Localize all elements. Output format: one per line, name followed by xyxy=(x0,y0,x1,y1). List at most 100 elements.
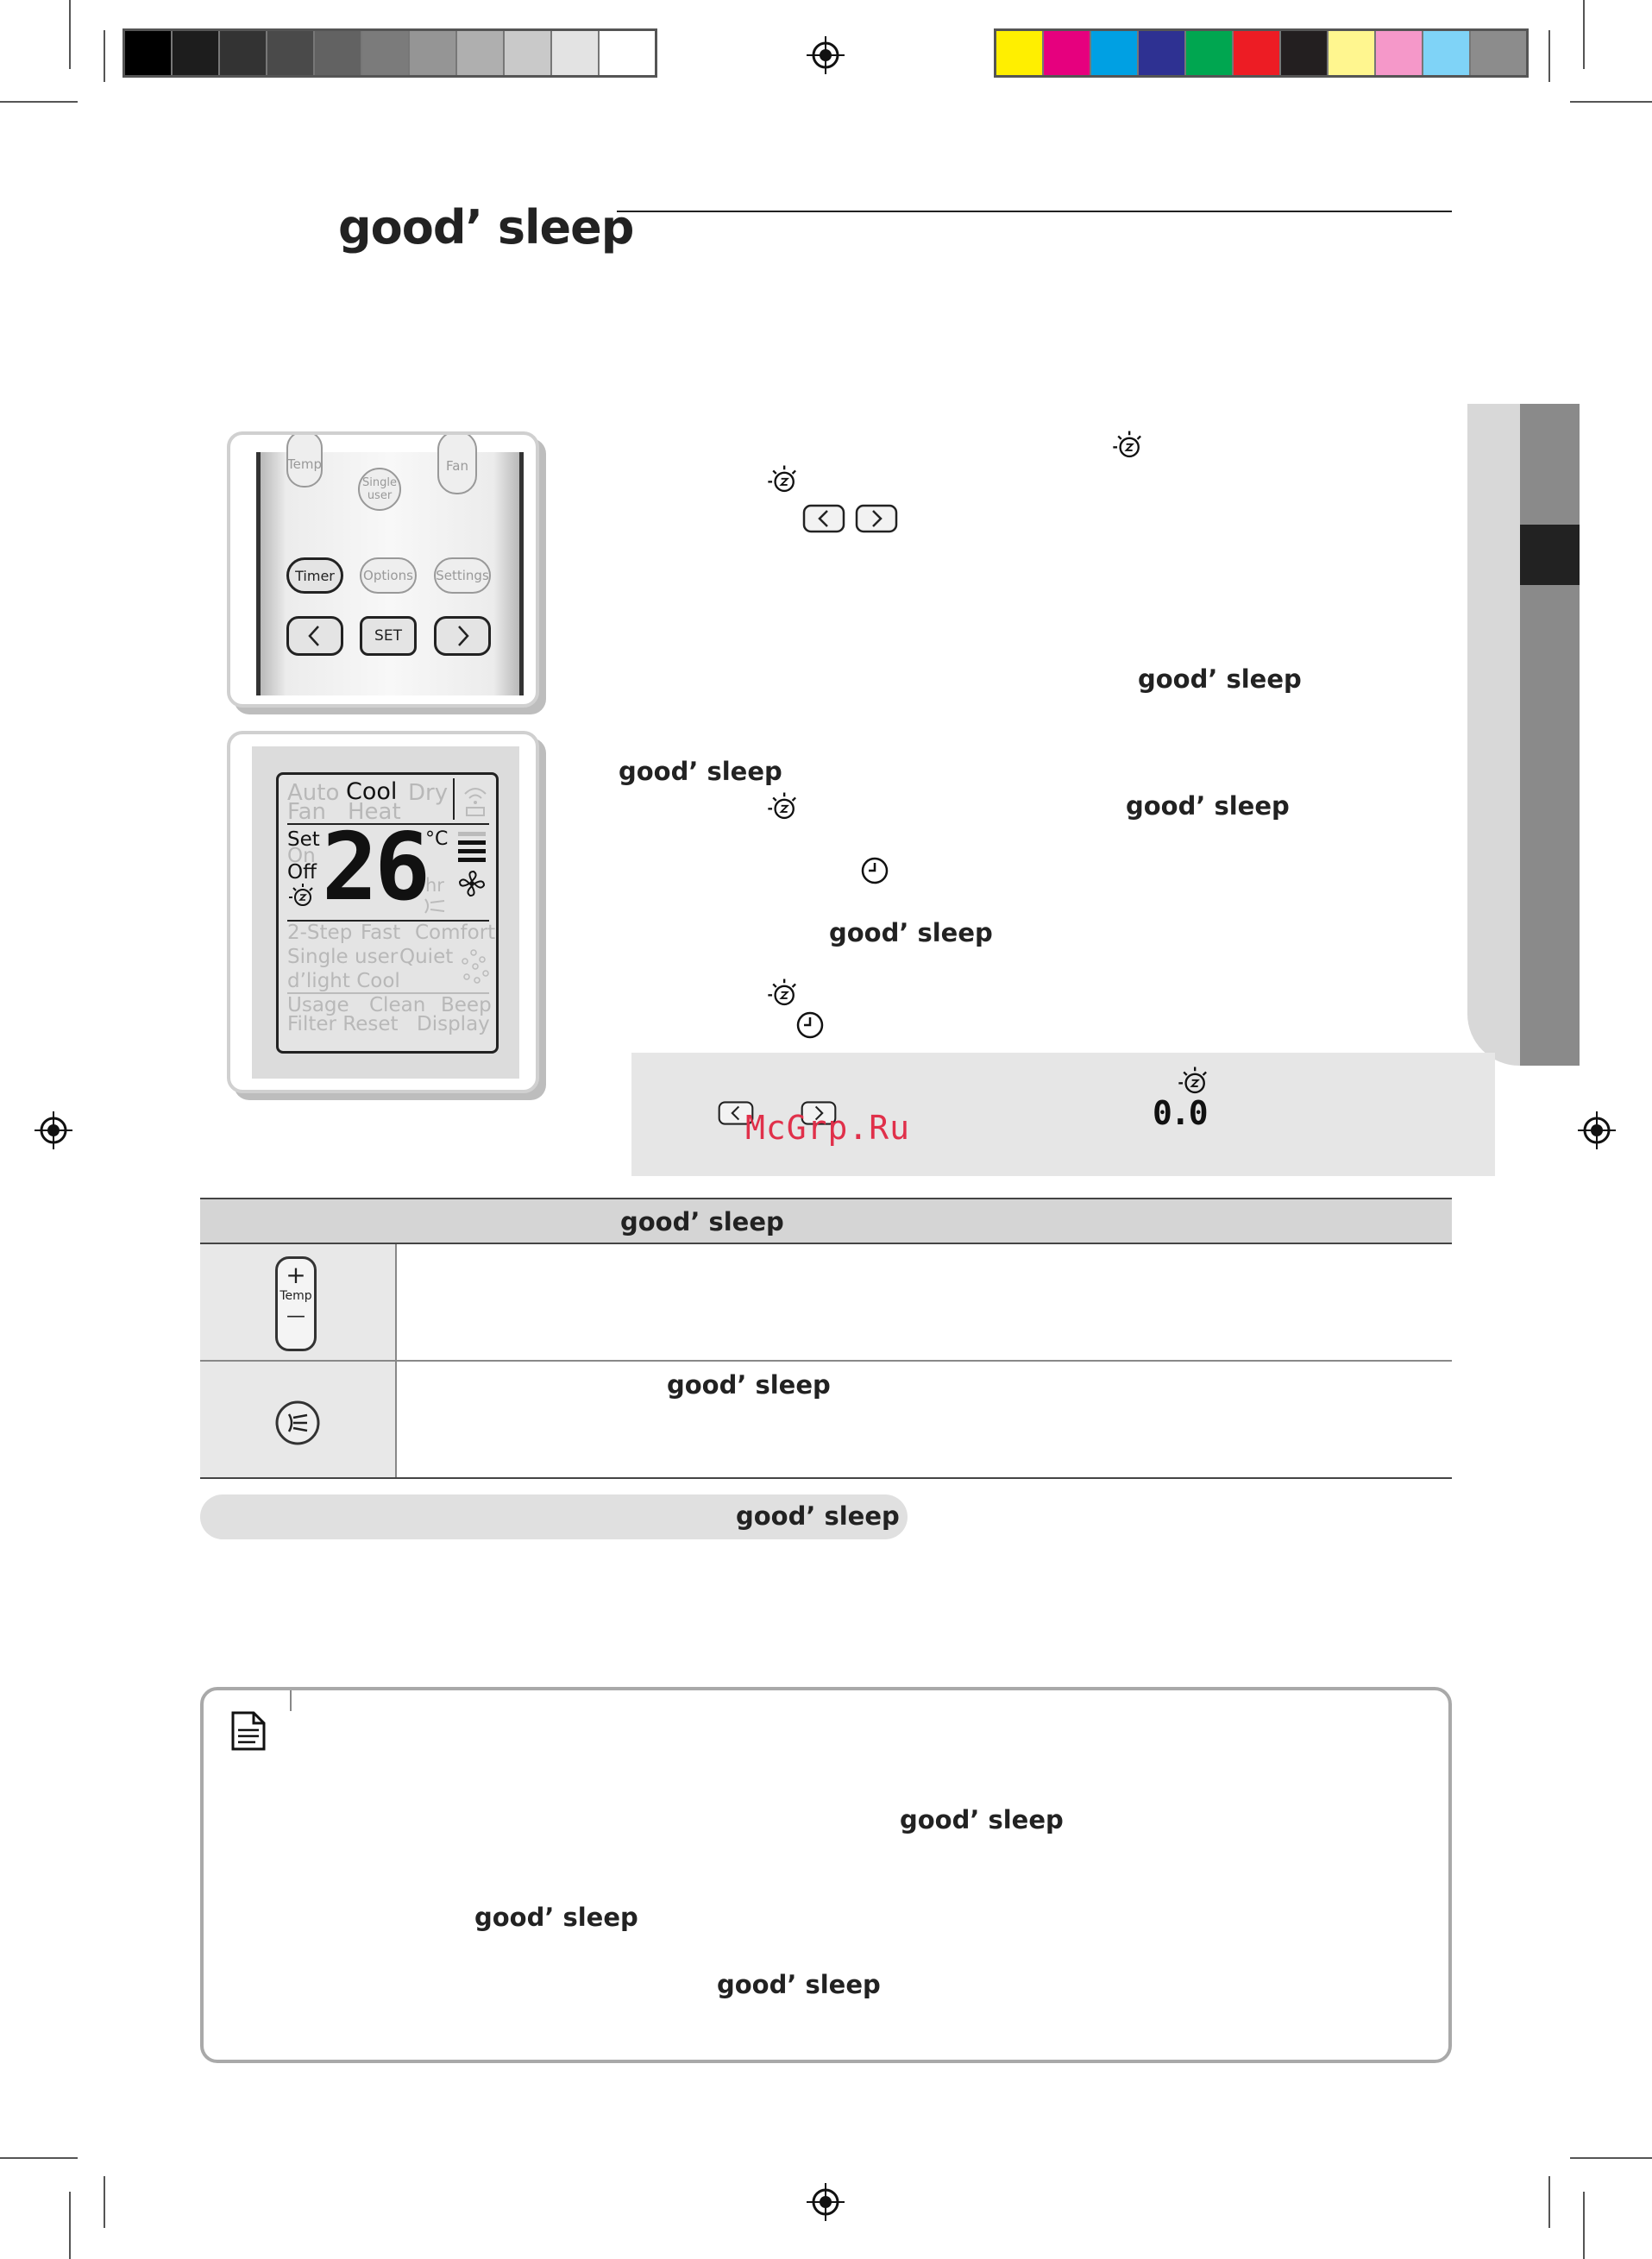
notes-box: good’ sleep good’ sleep good’ sleep xyxy=(200,1687,1452,2063)
crop-mark xyxy=(69,2192,71,2259)
color-swatch xyxy=(1281,31,1329,75)
set-button-label: SET xyxy=(374,627,402,645)
display-value: 0.0 xyxy=(1153,1094,1209,1132)
section-pill: good’ sleep xyxy=(200,1494,908,1539)
lcd-comfort: Comfort xyxy=(415,922,496,944)
lcd-quiet: Quiet xyxy=(399,946,454,968)
crop-mark xyxy=(104,2176,105,2228)
lcd-beep: Beep xyxy=(441,994,492,1016)
timer-icon xyxy=(861,857,889,884)
temp-label: Temp xyxy=(280,1289,312,1303)
right-arrow-button[interactable] xyxy=(434,616,491,656)
left-arrow-button-icon xyxy=(718,1101,754,1125)
set-button[interactable]: SET xyxy=(360,616,417,656)
lcd-filter-reset: Filter Reset xyxy=(287,1013,399,1035)
lcd-mode-auto: Auto xyxy=(287,780,340,806)
crop-mark xyxy=(104,30,105,82)
temp-button[interactable]: Temp xyxy=(286,435,323,488)
crop-mark xyxy=(1570,101,1652,103)
lcd-display: Display xyxy=(417,1013,490,1035)
gray-swatch xyxy=(362,31,410,75)
good-sleep-label: good’ sleep xyxy=(619,757,782,786)
table-rule xyxy=(200,1477,1452,1479)
good-sleep-icon xyxy=(768,792,796,820)
note-good-sleep-label: good’ sleep xyxy=(717,1970,881,1999)
color-swatch xyxy=(1376,31,1423,75)
left-arrow-button[interactable] xyxy=(286,616,343,656)
color-swatch xyxy=(1471,31,1526,75)
gray-swatch xyxy=(267,31,315,75)
temp-minus-label: — xyxy=(286,1306,305,1327)
remote-body: Temp Single user Fan Timer Options Setti… xyxy=(256,435,524,695)
good-sleep-label: good’ sleep xyxy=(829,918,993,947)
single-user-button[interactable]: Single user xyxy=(358,468,401,511)
chevron-left-icon xyxy=(308,626,319,646)
side-tab-active-marker xyxy=(1520,525,1580,585)
good-sleep-label: good’ sleep xyxy=(1126,791,1290,821)
crop-mark xyxy=(1583,2192,1585,2259)
registration-mark-icon xyxy=(1578,1111,1616,1149)
tip-box: 0.0 xyxy=(631,1053,1495,1176)
good-sleep-label: good’ sleep xyxy=(667,1370,831,1400)
lcd-off-label: Off xyxy=(287,861,317,884)
note-good-sleep-label: good’ sleep xyxy=(474,1903,638,1932)
lcd-divider xyxy=(453,778,455,820)
watermark: McGrp.Ru xyxy=(745,1109,911,1147)
remote-control-illustration: Temp Single user Fan Timer Options Setti… xyxy=(227,431,539,708)
good-sleep-label: good’ sleep xyxy=(1138,664,1302,694)
lcd-hr-label: hr xyxy=(425,875,444,896)
options-button[interactable]: Options xyxy=(360,557,417,594)
good-sleep-icon xyxy=(1113,431,1141,458)
crop-mark xyxy=(1548,2176,1550,2228)
lcd-set-label: Set xyxy=(287,828,320,851)
temp-button-icon: + Temp — xyxy=(275,1256,317,1351)
gray-swatch xyxy=(173,31,220,75)
lcd-2step: 2-Step xyxy=(287,922,353,944)
right-arrow-button-icon xyxy=(855,504,898,533)
title-rule xyxy=(617,211,1452,212)
lcd-mode-dry: Dry xyxy=(408,780,449,806)
lcd-mode-fan: Fan xyxy=(287,799,326,825)
gray-swatch xyxy=(505,31,552,75)
table-rule xyxy=(200,1243,1452,1244)
table-column-divider xyxy=(395,1244,397,1477)
table-header: good’ sleep xyxy=(200,1198,1452,1244)
gray-swatch xyxy=(457,31,505,75)
good-sleep-icon xyxy=(1178,1067,1207,1094)
color-swatch xyxy=(1234,31,1281,75)
virus-doctor-icon xyxy=(462,949,489,984)
good-sleep-icon xyxy=(768,978,796,1006)
lcd-divider xyxy=(287,823,489,825)
crop-mark xyxy=(1583,0,1585,69)
lcd-temperature: 26 xyxy=(322,814,430,922)
settings-button-label: Settings xyxy=(436,568,489,583)
gray-swatch xyxy=(600,31,655,75)
page-title: good’ sleep xyxy=(338,200,634,255)
timer-button[interactable]: Timer xyxy=(286,557,343,594)
fan-button[interactable]: Fan xyxy=(437,435,477,494)
crop-mark xyxy=(1548,30,1550,82)
wind-direction-icon xyxy=(424,898,445,914)
temp-plus-label: + xyxy=(286,1261,306,1289)
lcd-mode-heat: Heat xyxy=(348,799,401,825)
table-rule xyxy=(200,1360,1452,1362)
timer-button-label: Timer xyxy=(295,567,335,584)
lcd-usage: Usage xyxy=(287,994,349,1016)
color-calibration-bar xyxy=(994,28,1529,78)
settings-button[interactable]: Settings xyxy=(434,557,491,594)
color-swatch xyxy=(996,31,1044,75)
good-sleep-icon xyxy=(768,465,796,493)
crop-mark xyxy=(0,101,78,103)
crop-mark xyxy=(0,2157,78,2159)
note-icon xyxy=(231,1711,266,1751)
remote-display-illustration: Auto Cool Dry Fan Heat Set On Off 26 °C … xyxy=(227,731,539,1093)
color-swatch xyxy=(1186,31,1234,75)
gray-swatch xyxy=(410,31,457,75)
lcd-on-label: On xyxy=(287,845,316,867)
color-swatch xyxy=(1091,31,1139,75)
registration-mark-icon xyxy=(807,36,845,74)
lcd-divider xyxy=(287,992,489,994)
grayscale-calibration-bar xyxy=(122,28,657,78)
section-pill-label: good’ sleep xyxy=(736,1501,900,1531)
fan-speed-bars xyxy=(458,832,486,862)
